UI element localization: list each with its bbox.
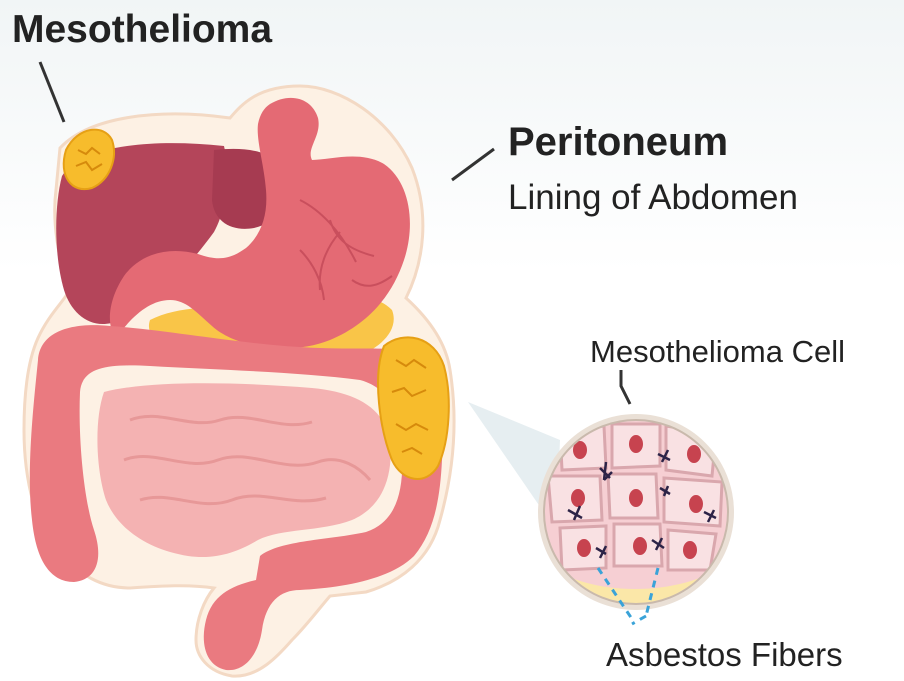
mesothelioma-title: Mesothelioma [12,8,272,52]
mesothelioma-cell-label: Mesothelioma Cell [590,334,845,370]
peritoneum-pointer-line [452,149,494,180]
cell-pointer-line [621,370,630,404]
asbestos-fibers-label: Asbestos Fibers [606,636,843,674]
peritoneum-title: Peritoneum [508,120,728,165]
peritoneum-subtitle: Lining of Abdomen [508,178,798,218]
mesothelioma-pointer-line [40,62,64,122]
